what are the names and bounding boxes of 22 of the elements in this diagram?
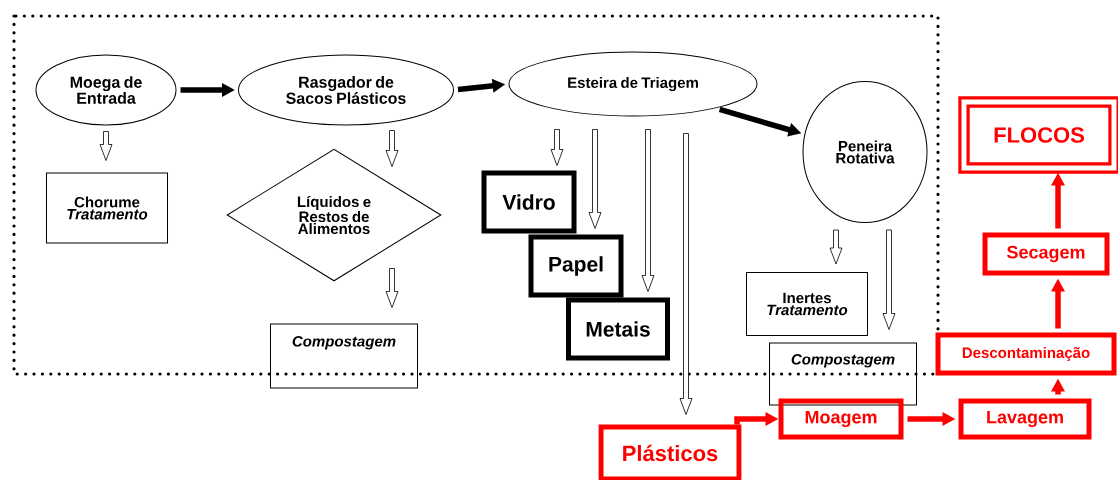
material-box: Metais <box>566 297 670 361</box>
result-box: FLOCOS <box>958 96 1118 174</box>
process-box: Secagem <box>982 232 1110 276</box>
output-box: Inertes Tratamento <box>746 272 868 336</box>
product-box: Plásticos <box>598 424 742 480</box>
process-box: Moagem <box>778 398 904 440</box>
material-box: Papel <box>528 234 624 298</box>
arrow <box>385 130 399 167</box>
output-box: Chorume Tratamento <box>46 172 168 244</box>
output-box: Compostagem <box>270 323 418 389</box>
arrow <box>588 129 602 229</box>
material-box: Vidro <box>481 170 577 234</box>
arrow <box>99 131 113 161</box>
arrow <box>679 133 693 415</box>
arrow <box>550 129 564 166</box>
process-box: Lavagem <box>958 398 1092 440</box>
arrow <box>385 268 399 308</box>
output-box: Compostagem <box>769 342 917 406</box>
arrow <box>829 229 843 265</box>
arrow <box>641 129 655 292</box>
process-box: Descontaminação <box>935 332 1117 376</box>
arrow <box>882 229 896 330</box>
